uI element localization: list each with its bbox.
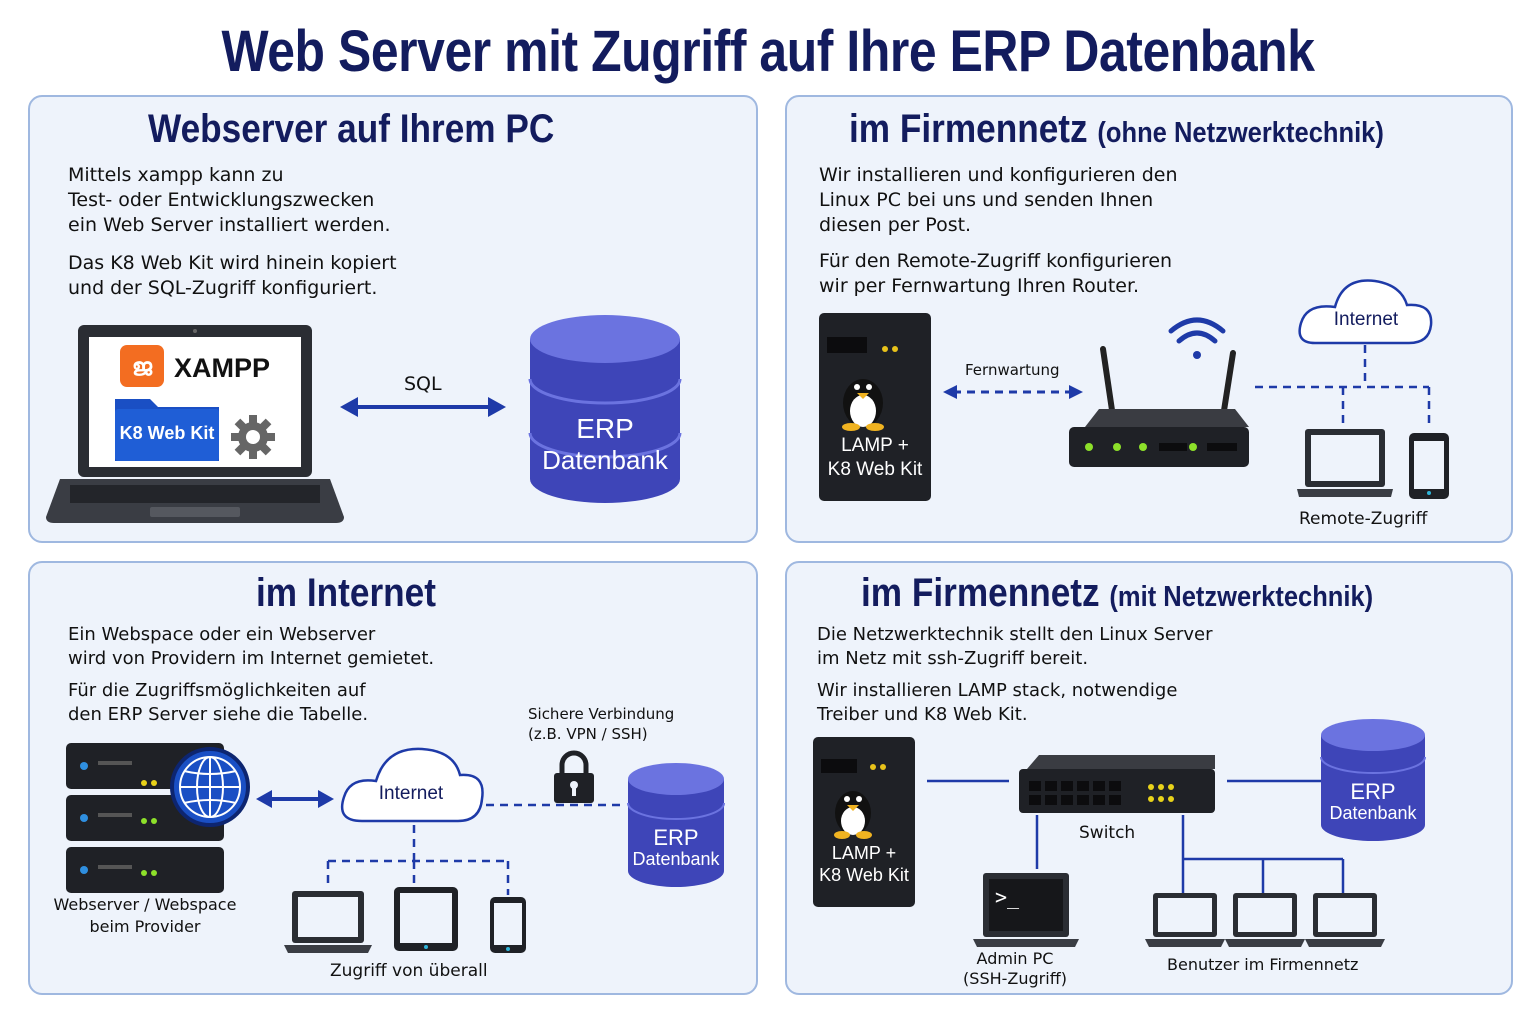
database-icon [528, 315, 682, 503]
smartphone-icon [490, 897, 526, 953]
panel-title: im Internet [256, 571, 436, 615]
panel-title-main: im Firmennetz [861, 571, 1100, 615]
user-laptop-icon [1225, 893, 1305, 947]
remote-access-label: Remote-Zugriff [1299, 509, 1428, 529]
page-title: Web Server mit Zugriff auf Ihre ERP Date… [221, 19, 1315, 84]
lan1-diagram [819, 279, 1449, 501]
cloud-label: Internet [378, 783, 444, 804]
internet-connections [1255, 345, 1431, 427]
switch-icon [1019, 755, 1215, 813]
server-label-line1: Webserver / Webspace [53, 895, 237, 914]
terminal-prompt: >_ [995, 885, 1020, 909]
panel-paragraph-2: Das K8 Web Kit wird hinein kopiert und d… [68, 252, 397, 299]
panel-paragraph-2: Für den Remote-Zugriff konfigurieren wir… [819, 250, 1173, 297]
panel-title-sub: (mit Netzwerktechnik) [1109, 581, 1374, 613]
database-label-line1: ERP [576, 413, 634, 444]
cloud-icon [1298, 279, 1433, 345]
panel-title-sub: (ohne Netzwerktechnik) [1097, 117, 1384, 149]
globe-icon [170, 747, 250, 827]
tablet-icon [394, 887, 458, 951]
panel-title: Webserver auf Ihrem PC [148, 107, 555, 151]
admin-laptop-icon [973, 873, 1079, 947]
linux-server-icon [813, 737, 915, 907]
cloud-icon [340, 747, 484, 823]
panel-title: im Firmennetz (ohne Netzwerktechnik) [849, 107, 1384, 152]
panel-webserver-pc: Webserver auf Ihrem PC Mittels xampp kan… [28, 95, 758, 543]
database-label-line2: Datenbank [632, 849, 720, 869]
server-label-line1: LAMP + [841, 435, 909, 456]
access-connections [326, 825, 510, 895]
panel-internet: im Internet Ein Webspace oder ein Webser… [28, 561, 758, 995]
router-icon [1069, 346, 1249, 467]
panel-firmennetz-mit: im Firmennetz (mit Netzwerktechnik) Die … [785, 561, 1513, 995]
panel-paragraph-1: Wir installieren und konfigurieren den L… [819, 164, 1178, 236]
panel-firmennetz-ohne: im Firmennetz (ohne Netzwerktechnik) Wir… [785, 95, 1513, 543]
folder-label: K8 Web Kit [119, 423, 215, 443]
panel-paragraph-2: Wir installieren LAMP stack, notwendige … [817, 680, 1178, 725]
server-cloud-arrow [256, 790, 334, 808]
database-label-line2: Datenbank [1329, 803, 1417, 823]
switch-label: Switch [1079, 823, 1136, 843]
admin-label-line2: (SSH-Zugriff) [963, 969, 1067, 988]
panel-paragraph-1: Ein Webspace oder ein Webserver wird von… [68, 624, 435, 669]
xampp-label: XAMPP [174, 353, 271, 383]
xampp-logo-icon: ജ [120, 345, 164, 387]
access-label: Zugriff von überall [330, 961, 488, 981]
smartphone-icon [1409, 433, 1449, 499]
sql-arrow [340, 397, 506, 417]
gear-icon [231, 415, 275, 459]
user-laptop-icon [1305, 893, 1385, 947]
users-label: Benutzer im Firmennetz [1167, 955, 1359, 974]
admin-label-line1: Admin PC [976, 949, 1054, 968]
fernwartung-label: Fernwartung [965, 361, 1060, 379]
server-label-line2: K8 Web Kit [827, 459, 923, 480]
user-laptop-icon [1145, 893, 1225, 947]
wifi-icon [1168, 317, 1226, 359]
panel-title: im Firmennetz (mit Netzwerktechnik) [861, 571, 1373, 616]
cloud-label: Internet [1333, 309, 1399, 330]
database-label-line2: Datenbank [542, 445, 668, 475]
secure-label-line1: Sichere Verbindung [528, 705, 675, 723]
laptop-icon [284, 891, 372, 953]
lock-icon [554, 750, 594, 803]
database-label-line1: ERP [653, 825, 699, 850]
secure-label-line2: (z.B. VPN / SSH) [528, 725, 648, 743]
lan2-diagram [813, 719, 1426, 947]
database-icon [1320, 719, 1426, 841]
laptop-icon [1297, 429, 1393, 497]
database-icon [627, 763, 725, 887]
database-label-line1: ERP [1350, 779, 1396, 804]
network-lines [927, 779, 1345, 893]
pc-diagram: ജ [46, 315, 682, 523]
panel-paragraph-2: Für die Zugriffsmöglichkeiten auf den ER… [68, 680, 369, 725]
panel-paragraph-1: Mittels xampp kann zu Test- oder Entwick… [68, 164, 391, 236]
fernwartung-arrow [943, 385, 1083, 399]
folder-icon [115, 399, 219, 461]
panel-title-main: im Firmennetz [849, 107, 1088, 151]
panel-paragraph-1: Die Netzwerktechnik stellt den Linux Ser… [817, 624, 1213, 669]
server-label-line2: beim Provider [89, 917, 201, 936]
server-label-line1: LAMP + [831, 843, 897, 863]
linux-server-icon [819, 313, 931, 501]
server-label-line2: K8 Web Kit [819, 865, 909, 885]
sql-label: SQL [404, 373, 442, 395]
svg-text:ജ: ജ [132, 353, 153, 381]
internet-diagram [66, 743, 725, 953]
